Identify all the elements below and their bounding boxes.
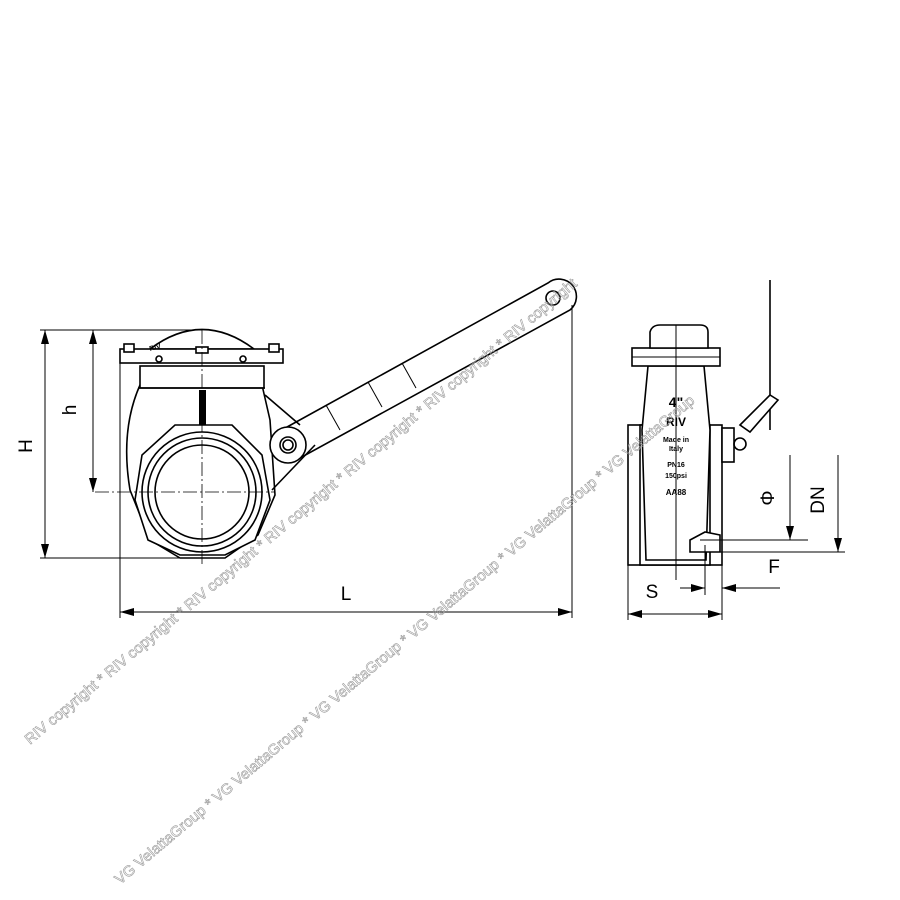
front-view: RIV <box>95 278 578 565</box>
dimension-F-label: F <box>768 557 780 578</box>
front-dimensions <box>40 305 573 618</box>
dimension-h-label: h <box>60 405 81 416</box>
watermark-riv: RIV copyright * RIV copyright * RIV copy… <box>22 275 582 748</box>
dimension-H-label: H <box>16 439 37 453</box>
cap-brand-mark: RIV <box>149 343 162 353</box>
brand-marking: RIV <box>666 415 686 429</box>
pressure-marking-pn: PN16 <box>667 462 685 469</box>
dimension-DN-label: DN <box>808 486 829 513</box>
side-dimensions <box>627 455 845 620</box>
dimension-L-label: L <box>341 584 352 605</box>
made-in-marking: Made in <box>663 437 689 444</box>
size-marking: 4" <box>669 394 683 410</box>
country-marking: Italy <box>669 446 683 453</box>
pressure-marking-psi: 150psi <box>665 473 687 480</box>
code-marking: AA88 <box>666 488 687 497</box>
dimension-S-label: S <box>646 582 659 603</box>
lever-handle <box>276 278 578 460</box>
dimension-diameter-label: Φ <box>758 490 779 505</box>
side-view: 4" RIV Made in Italy PN16 150psi AA88 <box>627 280 780 580</box>
